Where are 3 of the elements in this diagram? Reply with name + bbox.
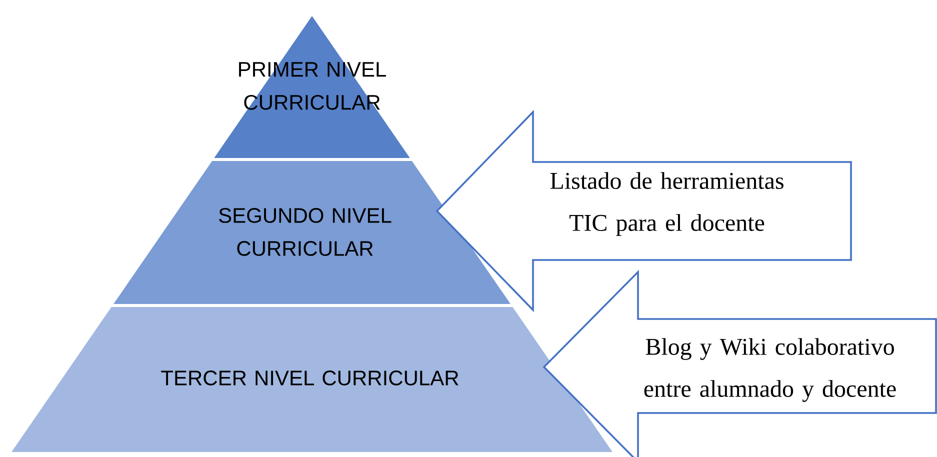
pyramid-level: TERCER NIVEL CURRICULAR <box>12 306 612 452</box>
pyramid-level: SEGUNDO NIVEL CURRICULAR <box>114 161 510 304</box>
node-label: Blog y Wiki colaborativo entre alumnado y docente <box>644 338 896 402</box>
